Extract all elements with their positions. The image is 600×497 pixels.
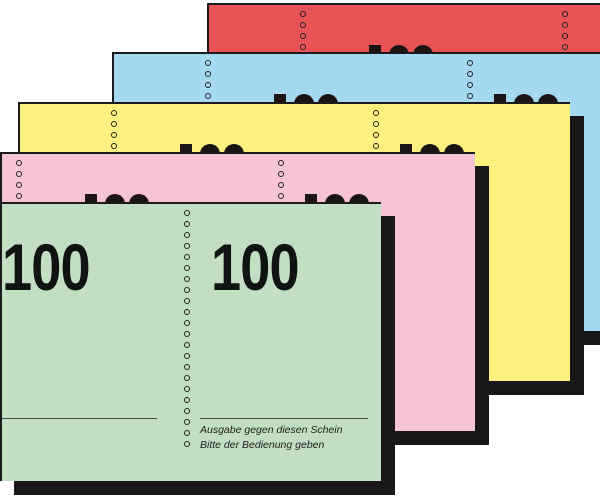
perforation-hole: [467, 71, 473, 77]
perforation-hole: [184, 364, 190, 370]
perforation-hole: [184, 342, 190, 348]
perforation-hole: [373, 110, 379, 116]
perforation-hole: [562, 33, 568, 39]
perforation-hole: [562, 11, 568, 17]
divider-line: [200, 418, 368, 419]
perforation-hole: [16, 171, 22, 177]
perforation-hole: [184, 265, 190, 271]
perforation-hole: [184, 386, 190, 392]
perforation-hole: [184, 254, 190, 260]
perforation-hole: [205, 82, 211, 88]
perforation-hole: [184, 441, 190, 447]
perforation-hole: [184, 397, 190, 403]
perforation-hole: [278, 193, 284, 199]
divider-line: [2, 418, 157, 419]
perforation-hole: [205, 93, 211, 99]
perforation-hole: [184, 375, 190, 381]
perforation-hole: [467, 60, 473, 66]
perforation-hole: [184, 243, 190, 249]
perforation-hole: [278, 160, 284, 166]
perforation-hole: [16, 182, 22, 188]
perforation-hole: [205, 71, 211, 77]
perforation-hole: [184, 331, 190, 337]
perforation-hole: [111, 132, 117, 138]
perforation: [184, 210, 190, 447]
ticket-number: 100: [2, 230, 91, 304]
perforation-hole: [184, 298, 190, 304]
perforation-hole: [467, 93, 473, 99]
perforation-hole: [184, 287, 190, 293]
perforation-hole: [373, 121, 379, 127]
perforation-hole: [111, 110, 117, 116]
perforation-hole: [184, 210, 190, 216]
perforation-hole: [278, 171, 284, 177]
ticket-caption: Ausgabe gegen diesen Schein: [200, 424, 343, 436]
perforation-hole: [184, 320, 190, 326]
perforation-hole: [184, 232, 190, 238]
perforation-hole: [184, 309, 190, 315]
perforation-hole: [562, 44, 568, 50]
perforation-hole: [184, 276, 190, 282]
perforation-hole: [373, 143, 379, 149]
perforation-hole: [16, 160, 22, 166]
perforation-hole: [278, 182, 284, 188]
perforation-hole: [373, 132, 379, 138]
perforation-hole: [184, 221, 190, 227]
perforation-hole: [111, 121, 117, 127]
perforation-hole: [300, 33, 306, 39]
ticket-caption: Bitte der Bedienung geben: [200, 439, 325, 451]
perforation-hole: [111, 143, 117, 149]
perforation-hole: [205, 60, 211, 66]
perforation-hole: [300, 44, 306, 50]
ticket-number: 100: [211, 230, 300, 304]
perforation-hole: [16, 193, 22, 199]
perforation-hole: [184, 430, 190, 436]
perforation-hole: [467, 82, 473, 88]
perforation-hole: [184, 408, 190, 414]
perforation-hole: [300, 11, 306, 17]
perforation-hole: [184, 353, 190, 359]
perforation-hole: [562, 22, 568, 28]
perforation-hole: [300, 22, 306, 28]
perforation-hole: [184, 419, 190, 425]
